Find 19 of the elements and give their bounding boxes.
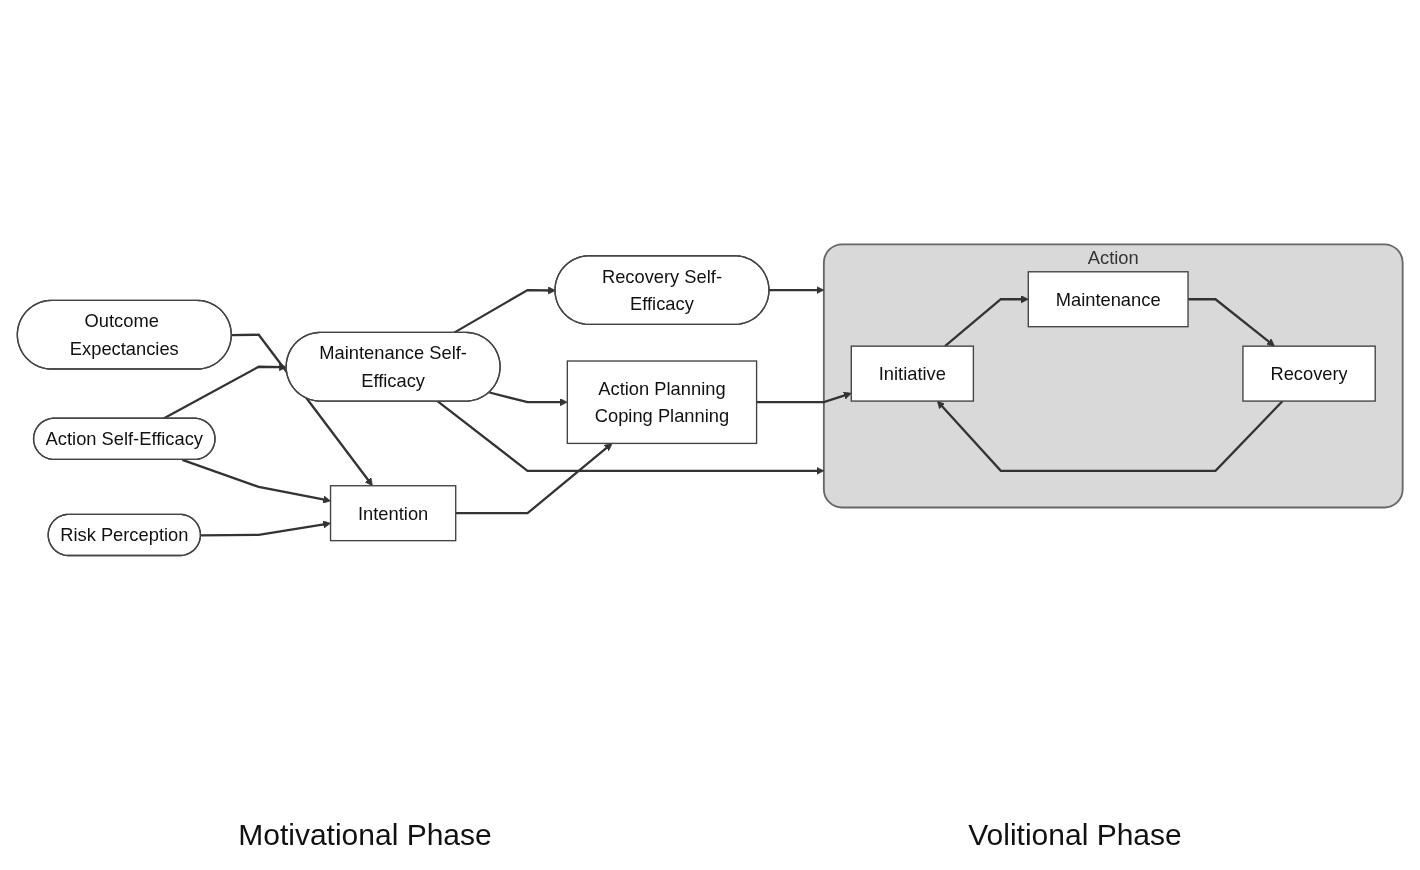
phase-label: Volitional Phase bbox=[968, 818, 1182, 852]
arrow bbox=[1188, 298, 1275, 347]
node-box: Recovery bbox=[1242, 345, 1376, 402]
arrow bbox=[181, 458, 331, 504]
arrow bbox=[162, 363, 287, 420]
arrow bbox=[200, 520, 331, 537]
arrow bbox=[768, 286, 825, 295]
node-box: Initiative bbox=[850, 345, 975, 402]
arrow bbox=[936, 400, 1284, 473]
phase-label: Motivational Phase bbox=[238, 818, 492, 852]
node-box: Action Planning Coping Planning bbox=[566, 360, 758, 445]
arrow bbox=[455, 443, 613, 515]
arrow bbox=[756, 391, 852, 404]
arrow bbox=[944, 295, 1029, 348]
arrow bbox=[453, 286, 556, 334]
node-box: Maintenance bbox=[1027, 271, 1189, 328]
arrow bbox=[489, 391, 568, 407]
arrow bbox=[436, 400, 825, 475]
node-box: Intention bbox=[329, 485, 457, 542]
